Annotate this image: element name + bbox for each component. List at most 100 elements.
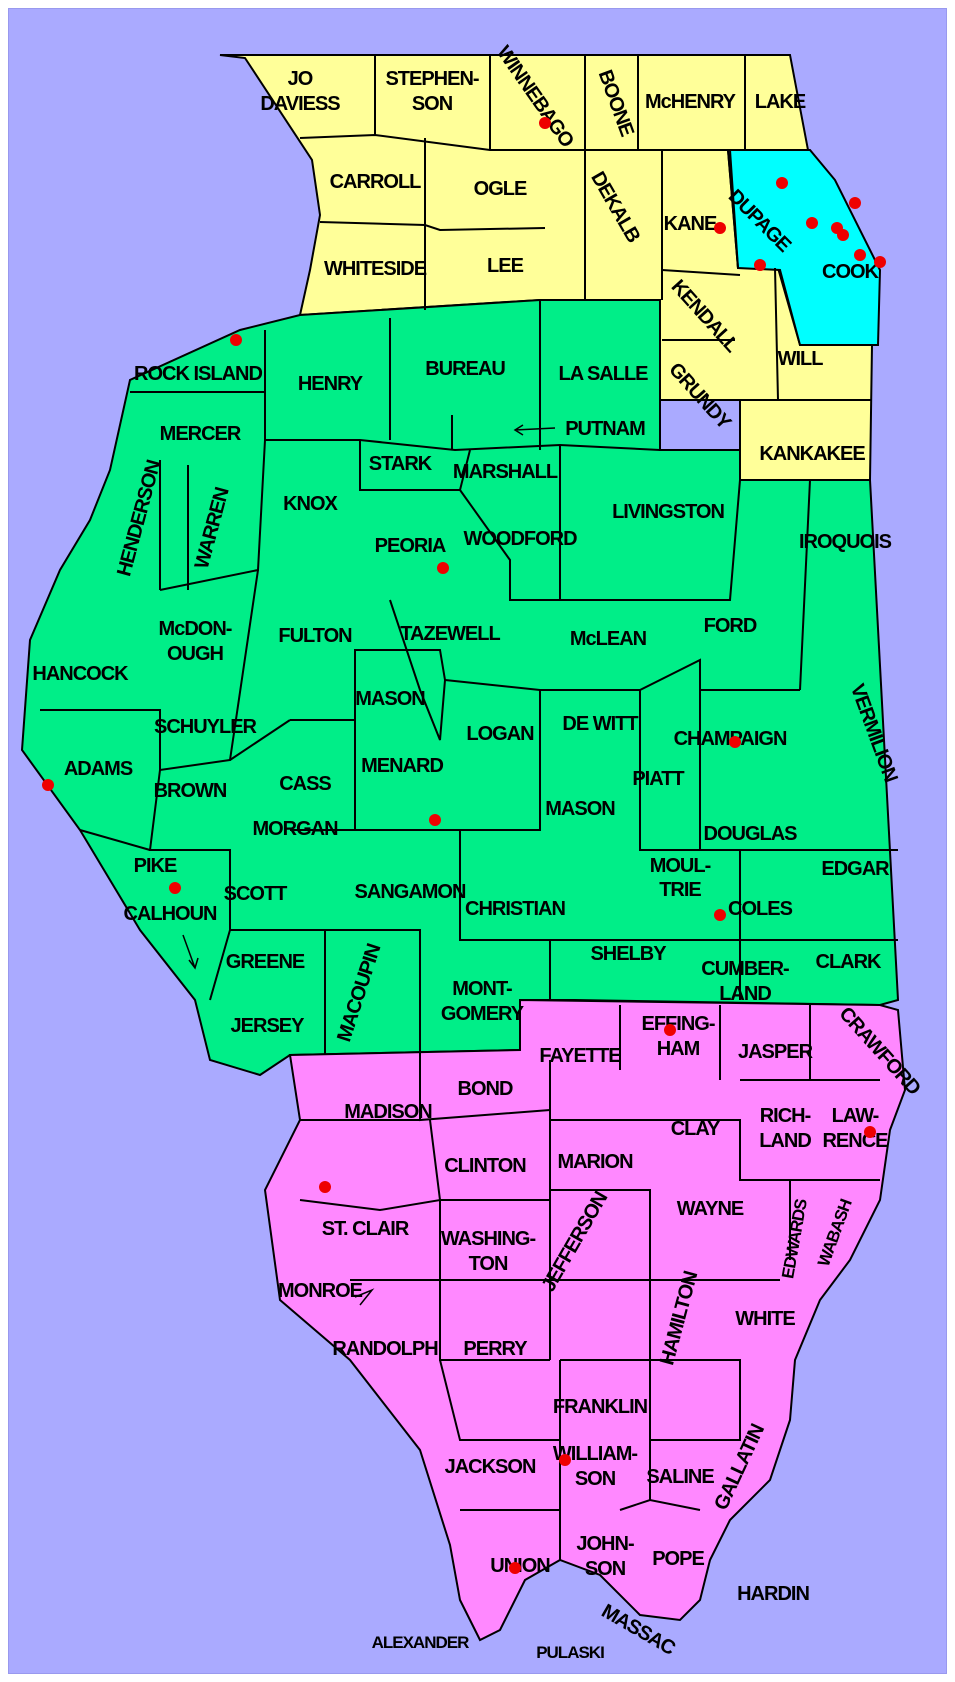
putnam-pointer-arrow <box>513 424 556 436</box>
county-label-randolph: RANDOLPH <box>332 1338 438 1360</box>
county-label-brown: BROWN <box>154 780 227 802</box>
county-label-fulton: FULTON <box>278 625 352 647</box>
marker-champaign[interactable] <box>729 736 741 748</box>
county-label-cass: CASS <box>279 773 331 795</box>
county-label-scott: SCOTT <box>224 883 288 905</box>
county-label-mchenry: McHENRY <box>645 91 737 113</box>
county-label-kane: KANE <box>664 213 717 235</box>
county-label-ogle: OGLE <box>474 178 527 200</box>
region-cook[interactable] <box>728 149 882 346</box>
county-label-moultrie: MOUL-TRIE <box>650 855 711 901</box>
st-clair-pointer-arrow <box>354 1288 375 1306</box>
marker-williamson[interactable] <box>559 1454 571 1466</box>
county-label-montgomery: MONT-GOMERY <box>441 978 525 1025</box>
county-label-will: WILL <box>778 348 824 370</box>
county-label-jersey: JERSEY <box>231 1015 306 1037</box>
marker-pike[interactable] <box>169 882 181 894</box>
county-label-hardin: HARDIN <box>737 1583 809 1605</box>
marker-coles[interactable] <box>714 909 726 921</box>
county-label-jasper: JASPER <box>738 1041 814 1063</box>
county-label-pope: POPE <box>652 1548 704 1570</box>
county-label-bond: BOND <box>458 1078 513 1100</box>
county-label-mercer: MERCER <box>160 423 242 445</box>
marker-cook-6[interactable] <box>854 249 866 261</box>
county-label-jackson: JACKSON <box>445 1456 536 1478</box>
marker-dupage[interactable] <box>754 259 766 271</box>
county-label-menard: MENARD <box>361 755 443 777</box>
county-label-cumberland: CUMBER-LAND <box>701 958 789 1005</box>
county-label-putnam: PUTNAM <box>565 418 645 440</box>
marker-st-clair[interactable] <box>319 1181 331 1193</box>
marker-winnebago[interactable] <box>539 117 551 129</box>
county-label-williamson: WILLIAM-SON <box>553 1443 638 1490</box>
marker-effingham[interactable] <box>664 1024 676 1036</box>
marker-cook-2[interactable] <box>806 217 818 229</box>
county-label-mcdonough: McDON-OUGH <box>159 618 232 665</box>
county-label-pulaski: PULASKI <box>536 1643 604 1662</box>
county-label-white: WHITE <box>735 1308 795 1330</box>
marker-adams[interactable] <box>42 779 54 791</box>
county-label-schuyler: SCHUYLER <box>154 716 258 738</box>
county-label-bureau: BUREAU <box>425 358 505 380</box>
county-label-franklin: FRANKLIN <box>553 1396 648 1418</box>
location-markers <box>42 117 886 1574</box>
county-label-mason-north: MASON <box>355 688 425 710</box>
county-label-tazewell: TAZEWELL <box>400 623 500 645</box>
county-label-richland: RICH-LAND <box>759 1105 811 1152</box>
region-south <box>263 998 907 1642</box>
county-label-shelby: SHELBY <box>590 943 667 965</box>
county-label-mclean: McLEAN <box>570 628 647 650</box>
county-label-pike: PIKE <box>134 855 177 877</box>
county-label-peoria: PEORIA <box>375 535 446 557</box>
marker-cook-1[interactable] <box>776 177 788 189</box>
marker-cook-7[interactable] <box>874 256 886 268</box>
marker-rock-island[interactable] <box>230 334 242 346</box>
county-label-saline: SALINE <box>646 1466 714 1488</box>
marker-cook-5[interactable] <box>849 197 861 209</box>
county-label-adams: ADAMS <box>64 758 133 780</box>
county-label-hancock: HANCOCK <box>32 663 129 685</box>
county-label-alexander: ALEXANDER <box>372 1633 470 1652</box>
county-label-effingham: EFFING-HAM <box>642 1013 715 1060</box>
county-label-fayette: FAYETTE <box>539 1045 621 1067</box>
county-label-st-clair: ST. CLAIR <box>322 1218 410 1240</box>
county-label-morgan: MORGAN <box>252 818 338 840</box>
county-label-rock-island: ROCK ISLAND <box>134 363 262 385</box>
county-label-johnson: JOHN-SON <box>576 1533 634 1580</box>
county-label-washington: WASHING-TON <box>441 1228 536 1275</box>
county-label-greene: GREENE <box>226 951 305 973</box>
county-label-lake: LAKE <box>755 91 806 113</box>
county-label-sangamon: SANGAMON <box>355 881 466 903</box>
county-label-clay: CLAY <box>671 1118 721 1140</box>
marker-kane[interactable] <box>714 222 726 234</box>
calhoun-pointer-arrow <box>182 934 199 970</box>
county-label-whiteside: WHITESIDE <box>324 258 427 280</box>
county-label-lee: LEE <box>487 255 524 277</box>
county-label-christian: CHRISTIAN <box>465 898 565 920</box>
county-borders <box>40 55 898 1560</box>
marker-lawrence[interactable] <box>864 1126 876 1138</box>
county-label-douglas: DOUGLAS <box>704 823 798 845</box>
marker-peoria[interactable] <box>437 562 449 574</box>
county-label-iroquois: IROQUOIS <box>799 531 892 553</box>
county-label-stark: STARK <box>369 453 433 475</box>
county-label-ford: FORD <box>704 615 757 637</box>
marker-sangamon[interactable] <box>429 814 441 826</box>
county-label-mason-south: MASON <box>545 798 615 820</box>
county-label-clark: CLARK <box>816 951 883 973</box>
county-label-logan: LOGAN <box>466 723 534 745</box>
county-label-piatt: PIATT <box>632 768 684 790</box>
county-label-marion: MARION <box>557 1151 633 1173</box>
county-label-la-salle: LA SALLE <box>558 363 648 385</box>
county-label-livingston: LIVINGSTON <box>612 501 724 523</box>
county-label-clinton: CLINTON <box>444 1155 526 1177</box>
county-label-de-witt: DE WITT <box>562 713 638 735</box>
marker-cook-4[interactable] <box>837 229 849 241</box>
marker-union[interactable] <box>509 1562 521 1574</box>
county-label-stephenson: STEPHEN-SON <box>385 68 478 115</box>
county-label-woodford: WOODFORD <box>463 528 577 550</box>
county-label-cook: COOK <box>822 261 880 283</box>
county-label-marshall: MARSHALL <box>453 461 558 483</box>
